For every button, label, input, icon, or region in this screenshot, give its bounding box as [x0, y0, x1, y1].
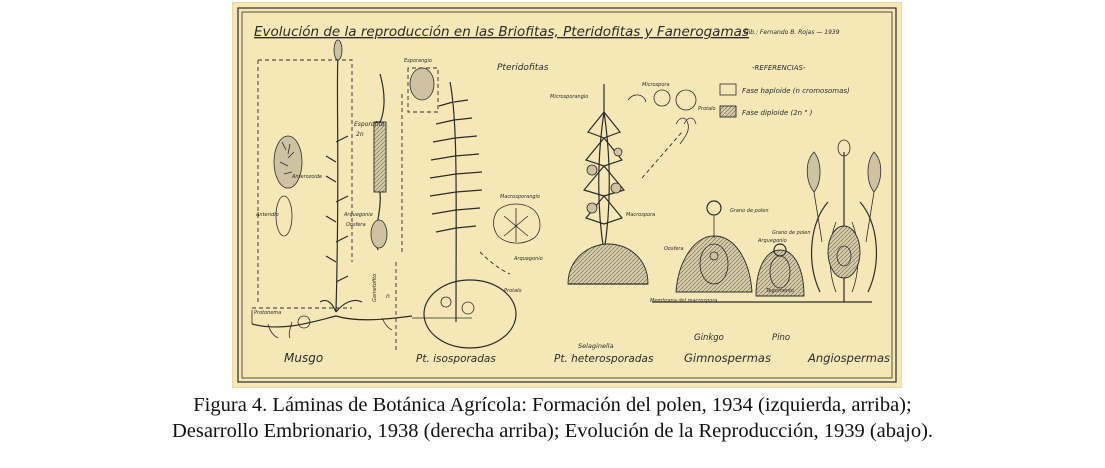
legend-haploid-swatch [720, 84, 736, 95]
group-pino: Pino [772, 333, 790, 343]
legend-haploid-label: Fase haploide (n cromosomas) [742, 87, 850, 95]
legend-diploid-swatch [720, 106, 736, 117]
figure-caption: Figura 4. Láminas de Botánica Agrícola: … [0, 392, 1105, 444]
label-anteridio: Anteridio [255, 212, 279, 218]
group-selaginella: Selaginella [578, 342, 614, 350]
label-esporofito: Esporofito [354, 121, 385, 128]
label-protalo-micro: Protalo [698, 106, 716, 112]
label-tegumento: Tegumento [766, 288, 794, 294]
label-arquegonio-fern: Arquegonio [513, 256, 543, 262]
label-esporangio: Esporangio [404, 58, 432, 64]
group-ginkgo: Ginkgo [694, 333, 724, 343]
caption-line-1: Figura 4. Láminas de Botánica Agrícola: … [0, 392, 1105, 418]
pteridofitas-label: Pteridofitas [497, 63, 549, 73]
legend-header: -REFERENCIAS- [752, 64, 806, 72]
label-arquegonio-2: Arquegonio [757, 238, 787, 244]
selaginella-illustration: Microsporangio Microspora Protalo Macros… [550, 82, 717, 365]
label-arquegonio: Arquegonio [343, 212, 373, 218]
plate-illustration: Evolución de la reproducción en las Brio… [232, 2, 902, 388]
label-macrospora: Macrospora [626, 212, 655, 218]
label-esporofito-2n: 2n [356, 131, 364, 138]
botanical-plate: Evolución de la reproducción en las Brio… [232, 2, 902, 388]
label-grano-polen: Grano de polen [730, 208, 769, 214]
label-oosfera-2: Oosfera [664, 246, 684, 252]
label-oosfera: Oosfera [346, 222, 366, 228]
group-isosporadas: Pt. isosporadas [416, 353, 496, 365]
moss-illustration: Esporofito 2n Anterozoide Anteridio Arqu… [252, 40, 412, 365]
label-microsporangio: Microsporangio [550, 94, 588, 100]
label-gametofito: Gametofito [372, 274, 378, 302]
label-protonema: Protonema [254, 310, 281, 316]
plate-title: Evolución de la reproducción en las Brio… [254, 24, 749, 40]
group-angiospermas: Angiospermas [807, 351, 890, 365]
legend: -REFERENCIAS- Fase haploide (n cromosoma… [720, 64, 850, 117]
gymnosperm-illustration: Grano de polen Grano de polen Oosfera Ar… [652, 201, 872, 365]
group-gimnospermas: Gimnospermas [684, 351, 771, 365]
label-n: n [386, 293, 390, 300]
group-musgo: Musgo [284, 351, 323, 365]
label-microspora: Microspora [642, 82, 670, 88]
group-heterosporadas: Pt. heterosporadas [554, 353, 654, 365]
label-anterozoide: Anterozoide [291, 174, 322, 180]
label-protalo: Protalo [504, 288, 522, 294]
label-macrosporangio-fern: Macrosporangio [500, 194, 540, 200]
plate-signature: Dib.: Fernando B. Rojas — 1939 [744, 29, 840, 36]
label-grano-polen-2: Grano de polen [772, 230, 811, 236]
connector-lines [252, 310, 472, 324]
legend-diploid-label: Fase diploide (2n " ) [742, 109, 813, 117]
angiosperm-illustration: Angiospermas [807, 140, 890, 365]
caption-line-2: Desarrollo Embrionario, 1938 (derecha ar… [0, 418, 1105, 444]
label-membrana: Membrana del macrospora [650, 298, 717, 304]
fern-illustration: Esporangio Macrosporangio Arquegonio Pro… [396, 58, 543, 365]
